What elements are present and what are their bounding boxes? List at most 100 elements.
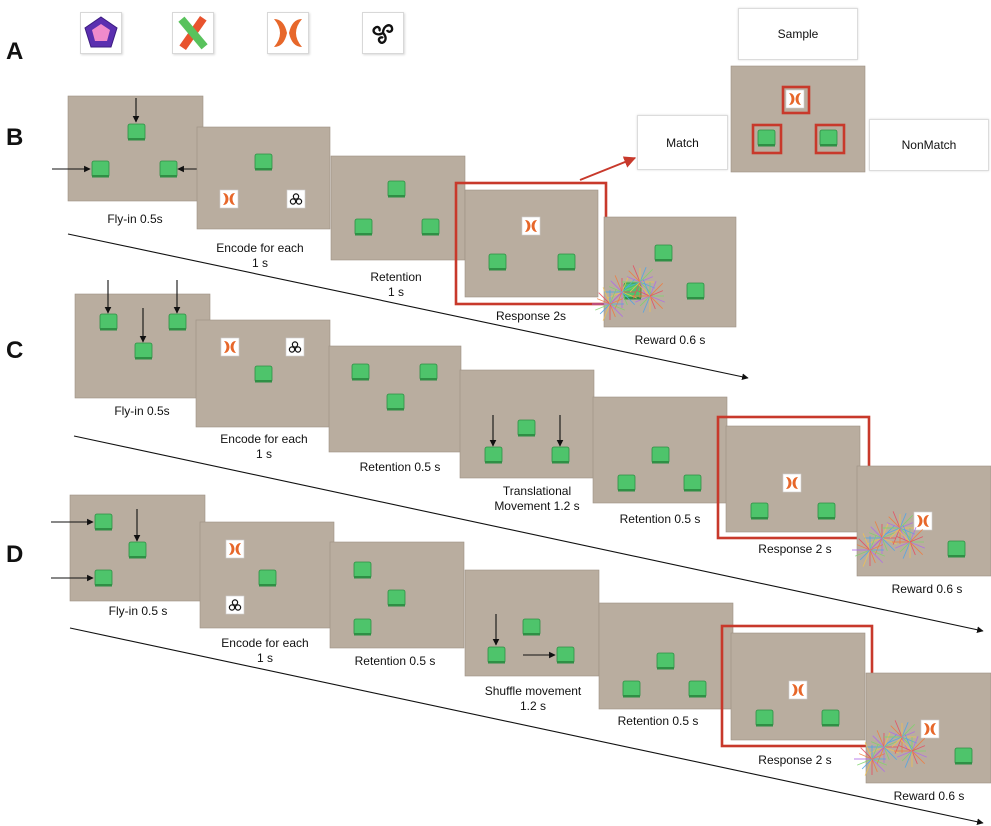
reward-burst-icon [854,720,927,776]
reward-burst-icon [592,265,665,321]
stimulus-tile [219,189,239,209]
green-card-icon [686,282,705,300]
reward-ray [871,744,879,760]
butterfly-wing-right [792,477,798,489]
green-card-icon [517,419,536,437]
reward-ray [649,295,656,310]
reward-ray [636,290,651,297]
reward-ray [642,279,651,297]
triskelion-loop [231,599,239,606]
reward-ray [876,730,885,748]
green-card-icon [351,363,370,381]
reward-ray [899,514,914,529]
green-card-icon [419,363,438,381]
green-card-icon [353,561,372,579]
triskelion-loop [294,346,302,353]
reward-ray [881,532,896,539]
green-card-icon [128,541,147,559]
reward-burst-icon [852,511,925,567]
butterfly-wing-right [930,723,936,735]
card-shadow [489,268,506,271]
reward-ray [649,295,665,303]
card-shadow [756,724,773,727]
reward-ray [869,544,884,551]
reward-ray [869,536,884,551]
card-shadow [652,461,669,464]
triskelion-loop [292,193,300,200]
green-card-icon [757,129,776,147]
butterfly-wing-right [531,220,537,232]
reward-ray [629,281,641,293]
green-card-icon [487,646,506,664]
card-shadow [818,517,835,520]
screen-frame [730,65,866,173]
caption-d-retention-b: Retention 0.5 s [617,714,699,728]
panel-label-d: D [6,541,24,568]
reward-ray [868,532,883,539]
butterfly-wing-left [924,723,930,735]
reward-ray [869,549,885,557]
reward-ray [869,549,876,564]
panel-label-a: A [6,38,24,65]
butterfly-wing-right [235,543,241,555]
card-shadow [169,328,186,331]
green-card-icon [94,513,113,531]
triskelion-loop [288,346,296,353]
reward-ray [902,541,911,559]
reward-ray [649,281,657,297]
card-shadow [352,378,369,381]
match-label: Match [666,135,699,150]
reward-ray [598,292,611,305]
green-card-icon [91,160,110,178]
green-card-icon [750,502,769,520]
card-shadow [100,328,117,331]
reward-ray [883,746,890,761]
triskelion-icon [362,12,404,54]
card-shadow [259,584,276,587]
reward-ray [855,549,871,557]
reward-ray [649,295,664,310]
card-shadow [552,461,569,464]
reward-ray [609,303,625,311]
card-shadow [623,695,640,698]
reward-ray [890,725,903,738]
green-card-icon [254,153,273,171]
reward-ray [899,522,914,529]
caption-c-response: Response 2 s [758,542,832,556]
triskelion-icon [286,189,306,209]
reward-ray [864,742,873,760]
reward-ray [871,758,886,773]
reward-ray [649,290,664,297]
reward-ray [595,303,611,311]
stimulus-tile [782,473,802,493]
caption-c-retention: Retention 0.5 s [359,460,441,474]
butterfly-wing-left [224,341,230,353]
reward-ray [881,523,889,539]
reward-ray [899,541,911,553]
card-shadow [687,297,704,300]
card-shadow [95,528,112,531]
reward-ray [861,758,873,770]
green-card-icon [353,618,372,636]
reward-ray [609,289,617,305]
reward-ray [899,527,915,535]
green-card-icon [556,646,575,664]
reward-ray [885,527,901,535]
green-card-icon [656,652,675,670]
card-shadow [355,233,372,236]
butterfly-wing-left [229,543,235,555]
response-highlight-box [781,85,811,115]
butterfly-wing-left [792,684,798,696]
reward-ray [621,291,628,306]
card-shadow [354,633,371,636]
green-card-icon [683,474,702,492]
reward-ray [874,521,883,539]
reward-ray [894,720,903,738]
caption-b-response: Response 2s [495,309,567,323]
reward-ray [871,758,887,766]
reward-ray [638,284,651,297]
reward-ray [887,736,903,744]
